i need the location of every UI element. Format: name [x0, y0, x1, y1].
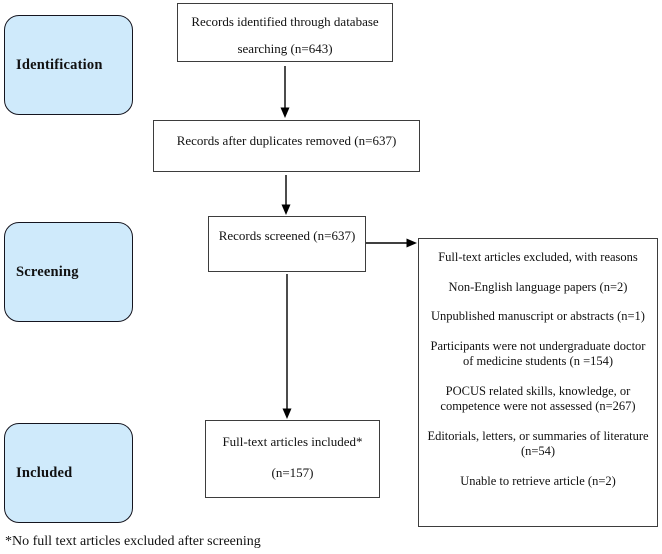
excluded-reason-2: Unpublished manuscript or abstracts (n=1… — [431, 309, 645, 323]
arrow-screened-to-included — [282, 274, 292, 419]
flow-box-records-identified: Records identified through database sear… — [177, 3, 393, 62]
duplicates-removed-text: Records after duplicates removed (n=637) — [176, 133, 397, 148]
arrow-duplicates-to-screened — [281, 175, 291, 215]
stage-label-included: Included — [16, 464, 73, 481]
fulltext-included-line1: Full-text articles included* — [222, 434, 363, 449]
flow-box-fulltext-included: Full-text articles included* (n=157) — [205, 420, 380, 498]
flow-box-records-screened: Records screened (n=637) — [208, 216, 366, 272]
excluded-title: Full-text articles excluded, with reason… — [438, 250, 638, 264]
stage-box-included: Included — [4, 423, 133, 523]
footnote-text: *No full text articles excluded after sc… — [5, 534, 261, 549]
excluded-reason-1: Non-English language papers (n=2) — [448, 279, 628, 294]
stage-label-identification: Identification — [16, 56, 103, 73]
excluded-reason-3: Participants were not undergraduate doct… — [430, 338, 646, 369]
excluded-reason-5: Editorials, letters, or summaries of lit… — [427, 428, 649, 459]
excluded-reason-6: Unable to retrieve article (n=2) — [460, 473, 616, 488]
records-screened-text: Records screened (n=637) — [218, 228, 356, 243]
flow-box-duplicates-removed: Records after duplicates removed (n=637) — [153, 120, 420, 172]
fulltext-included-line2: (n=157) — [271, 465, 314, 480]
arrow-identified-to-duplicates — [280, 66, 290, 118]
stage-box-screening: Screening — [4, 222, 133, 322]
arrow-screened-to-excluded — [366, 238, 417, 248]
records-identified-line2: searching (n=643) — [237, 41, 333, 56]
excluded-reason-4: POCUS related skills, knowledge, or comp… — [440, 383, 636, 414]
stage-box-identification: Identification — [4, 15, 133, 115]
stage-label-screening: Screening — [16, 263, 79, 280]
records-identified-line1: Records identified through database — [191, 14, 379, 29]
flow-box-fulltext-excluded: Full-text articles excluded, with reason… — [418, 238, 658, 527]
